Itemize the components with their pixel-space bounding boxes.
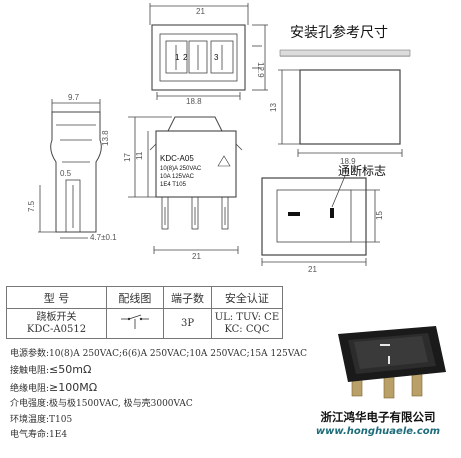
dim-pin-width: 4.7±0.1 — [90, 233, 117, 242]
cell-wiring — [106, 308, 164, 339]
dim-top-height: 12.9 — [256, 62, 265, 78]
param-insulation-resistance: 绝缘电阻:≥100MΩ — [10, 380, 98, 394]
company-name: 浙江鸿华电子有限公司 — [320, 410, 436, 424]
dim-front-height: 17 — [123, 153, 132, 162]
dim-top-width: 21 — [196, 7, 205, 16]
body-marking: KDC-A05 10(8)A 250VAC 10A 125VAC 1E4 T10… — [160, 154, 231, 188]
dim-hole-width: 18.9 — [340, 157, 356, 166]
cert-line-1: UL: TUV: CE — [214, 311, 280, 323]
param-power: 电源参数:10(8)A 250VAC;6(6)A 250VAC;10A 250V… — [10, 349, 307, 359]
side-view — [38, 99, 102, 239]
off-mark-icon — [288, 212, 300, 216]
top-view — [149, 3, 268, 100]
model-type: 跷板开关 — [36, 311, 77, 323]
warning-icon — [217, 155, 231, 167]
marking-line-3: 10A 125VAC — [160, 174, 195, 180]
param-ambient-temperature: 环境温度:T105 — [10, 414, 73, 425]
pin-label-1: 1 — [175, 53, 180, 62]
param-contact-resistance: 接触电阻:≤50mΩ — [10, 363, 92, 377]
cell-model: 跷板开关 KDC-A0512 — [6, 308, 107, 339]
mount-hole-title: 安装孔参考尺寸 — [290, 24, 388, 41]
wiring-diagram-icon — [120, 314, 149, 329]
marking-line-4: 1E4 T105 — [160, 182, 187, 188]
dim-front-width: 21 — [192, 252, 201, 261]
dim-hole-height: 13 — [269, 103, 278, 112]
header-wiring: 配线图 — [106, 286, 164, 309]
bottom-view — [261, 175, 380, 266]
dim-side-height-main: 11 — [135, 151, 144, 160]
indicator-label: 通断标志 — [338, 163, 386, 178]
model-number: KDC-A0512 — [26, 323, 87, 335]
dim-side-height-outer: 13.8 — [101, 130, 110, 146]
spec-table: 型 号 配线图 端子数 安全认证 跷板开关 KDC-A0512 3P U — [6, 286, 458, 339]
marking-line-2: 10(8)A 250VAC — [160, 166, 202, 172]
header-cert: 安全认证 — [211, 286, 283, 309]
rocker-off-mark-icon — [388, 356, 390, 364]
on-mark-icon — [330, 208, 334, 218]
pin-label-3: 3 — [214, 53, 219, 62]
technical-drawing: KDC-A05 10(8)A 250VAC 10A 125VAC 1E4 T10… — [27, 3, 411, 274]
header-terminals: 端子数 — [162, 286, 213, 309]
cell-cert: UL: TUV: CE KC: CQC — [211, 308, 283, 339]
header-model: 型 号 — [6, 286, 107, 309]
parameter-list: 电源参数:10(8)A 250VAC;6(6)A 250VAC;10A 250V… — [10, 347, 307, 443]
dim-pin-height: 7.5 — [27, 200, 36, 212]
product-photo — [318, 316, 458, 408]
mount-hole-view — [278, 55, 410, 157]
dim-bottom-height: 15 — [375, 211, 384, 220]
marking-line-1: KDC-A05 — [160, 154, 194, 163]
cert-line-2: KC: CQC — [224, 323, 270, 335]
rocker-on-mark-icon — [380, 344, 390, 346]
dim-offset: 0.5 — [60, 169, 72, 178]
param-dielectric-strength: 介电强度:极与极1500VAC, 极与壳3000VAC — [10, 399, 193, 410]
dim-side-top-width: 9.7 — [68, 93, 80, 102]
dim-bottom-width: 21 — [308, 265, 317, 274]
param-electrical-life: 电气寿命:1E4 — [10, 430, 68, 441]
front-view — [128, 116, 243, 254]
dim-top-inner: 18.8 — [186, 97, 202, 106]
pin-label-2: 2 — [183, 53, 188, 62]
company-website: www.honghuaele.com — [315, 426, 441, 437]
cell-terminals: 3P — [162, 308, 213, 339]
